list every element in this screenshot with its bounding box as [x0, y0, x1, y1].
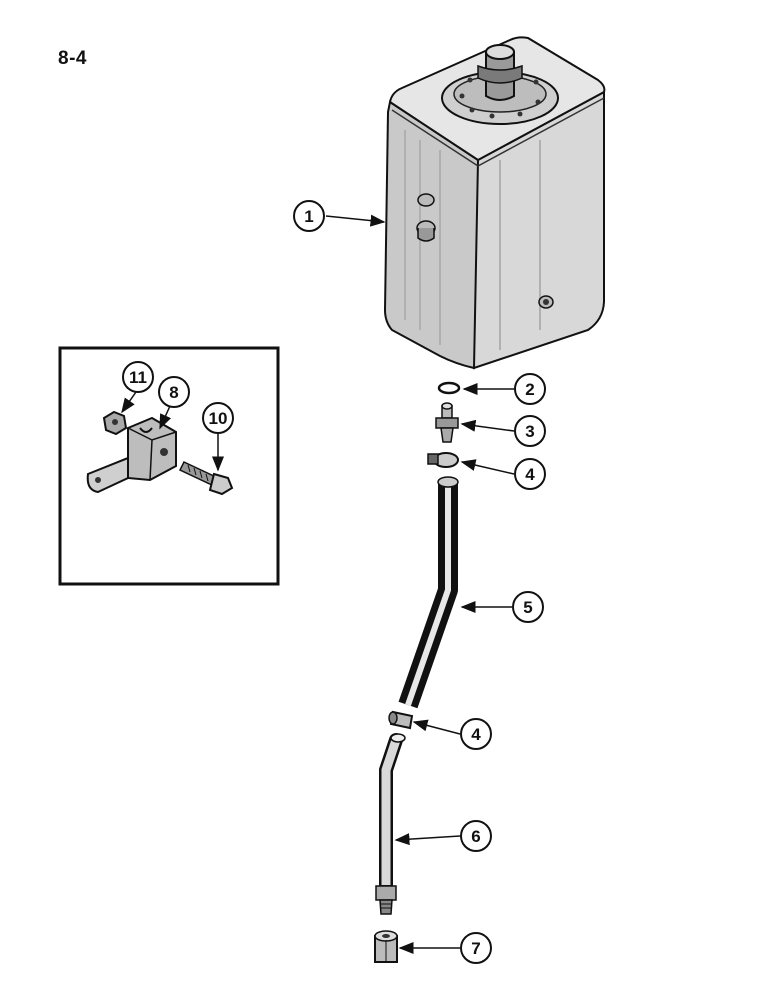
callout-number: 3 [525, 422, 534, 441]
callout-number: 1 [304, 207, 313, 226]
nut-icon [102, 410, 128, 436]
callout-2: 2 [514, 373, 546, 405]
callout-11: 11 [122, 361, 154, 393]
inset-frame [58, 346, 280, 586]
reservoir-tank-icon [383, 36, 606, 370]
hose-clamp-icon [388, 710, 414, 730]
callout-number: 10 [209, 409, 228, 428]
callout-1: 1 [293, 200, 325, 232]
callout-number: 4 [525, 465, 535, 484]
fitting-icon [435, 402, 459, 443]
tube-icon [375, 733, 406, 915]
callout-3: 3 [514, 415, 546, 447]
callout-number: 5 [523, 598, 532, 617]
o-ring-icon [437, 381, 461, 395]
callout-number: 11 [129, 368, 147, 387]
leader-lines [121, 214, 515, 954]
bolt-icon [178, 461, 234, 496]
callout-number: 4 [471, 725, 481, 744]
nut-icon [374, 930, 398, 963]
callout-4: 4 [514, 458, 546, 490]
callout-7: 7 [460, 932, 492, 964]
callout-number: 2 [525, 380, 534, 399]
hose-clamp-icon [427, 452, 459, 468]
bracket-icon [86, 416, 177, 494]
callout-number: 7 [471, 939, 480, 958]
callout-10: 10 [202, 402, 234, 434]
hose-icon [398, 476, 459, 709]
callout-6: 6 [460, 820, 492, 852]
callout-5: 5 [512, 591, 544, 623]
callout-number: 8 [169, 383, 178, 402]
callout-4-lower: 4 [460, 718, 492, 750]
callout-8: 8 [158, 376, 190, 408]
page-number: 8-4 [58, 48, 87, 69]
callout-number: 6 [471, 827, 480, 846]
